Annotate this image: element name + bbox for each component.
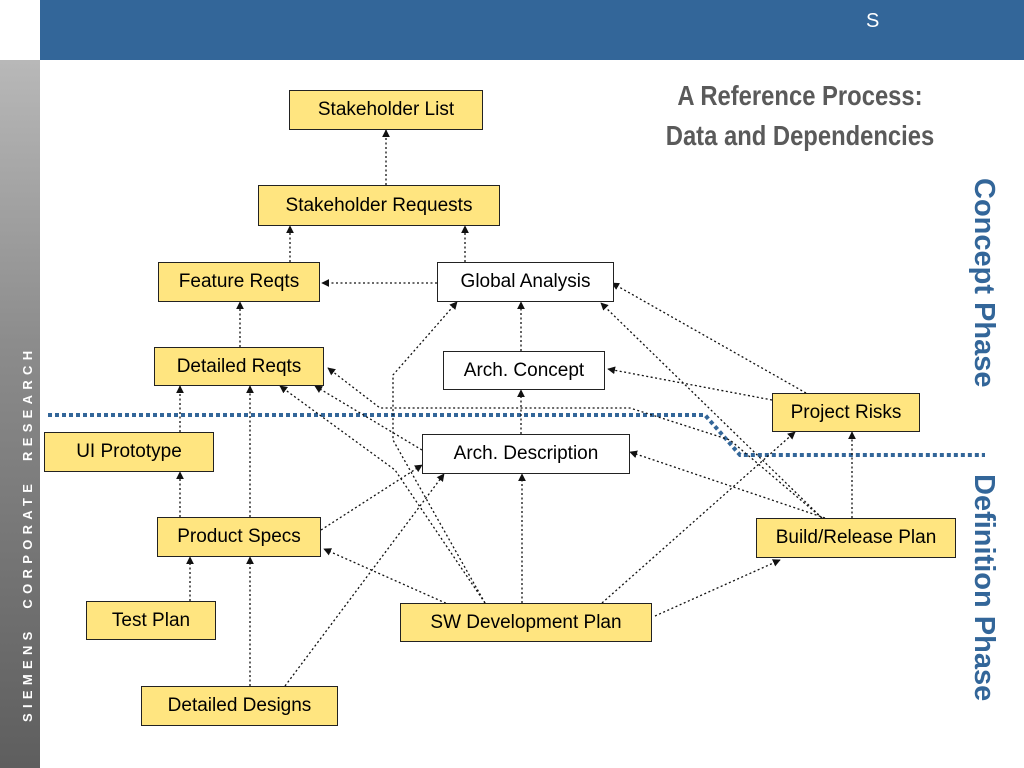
sidebar — [0, 60, 40, 768]
node-test-plan[interactable]: Test Plan — [86, 601, 216, 640]
node-project-risks[interactable]: Project Risks — [772, 393, 920, 432]
edge-group — [176, 129, 856, 687]
node-sw-development-plan[interactable]: SW Development Plan — [400, 603, 652, 642]
dependency-arrow — [611, 282, 807, 394]
node-product-specs[interactable]: Product Specs — [157, 517, 321, 557]
dependency-arrow — [314, 385, 423, 451]
node-feature-reqts[interactable]: Feature Reqts — [158, 262, 320, 302]
dependency-arrow — [320, 464, 423, 531]
title-line-1: A Reference Process: — [677, 80, 923, 111]
dependency-arrow — [284, 473, 445, 687]
slide-title: A Reference Process: Data and Dependenci… — [647, 76, 953, 156]
dependency-arrow — [654, 559, 781, 617]
node-arch-description[interactable]: Arch. Description — [422, 434, 630, 474]
node-detailed-designs[interactable]: Detailed Designs — [141, 686, 338, 726]
dependency-arrow — [629, 450, 826, 519]
node-detailed-reqts[interactable]: Detailed Reqts — [154, 347, 324, 386]
dependency-arrow — [607, 366, 773, 401]
node-global-analysis[interactable]: Global Analysis — [437, 262, 614, 302]
dependency-arrow — [327, 367, 823, 519]
node-build-release-plan[interactable]: Build/Release Plan — [756, 518, 956, 558]
corner-blank — [0, 0, 40, 60]
header-mark: S — [866, 10, 880, 32]
dependency-arrow — [323, 548, 451, 606]
header-bar: S — [40, 0, 1024, 60]
dependency-arrow — [279, 385, 486, 604]
node-stakeholder-requests[interactable]: Stakeholder Requests — [258, 185, 500, 226]
title-line-2: Data and Dependencies — [665, 120, 935, 151]
dependency-arrow — [600, 302, 823, 519]
node-stakeholder-list[interactable]: Stakeholder List — [289, 90, 483, 130]
node-ui-prototype[interactable]: UI Prototype — [44, 432, 214, 472]
node-arch-concept[interactable]: Arch. Concept — [443, 351, 605, 390]
